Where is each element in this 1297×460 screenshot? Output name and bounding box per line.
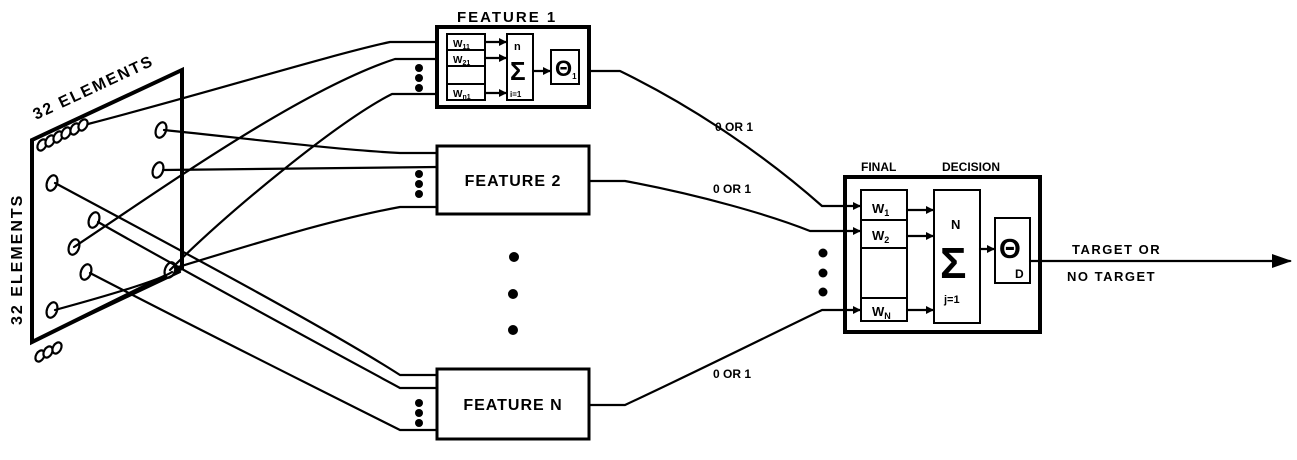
feature-2-unit: FEATURE 2: [435, 144, 591, 216]
feature-1-threshold: [550, 49, 580, 85]
decision-output-label-line1: TARGET OR: [1072, 242, 1161, 257]
final-decision-title-left: FINAL: [861, 160, 896, 174]
final-weights-column: [860, 189, 908, 322]
final-decision-unit: FINAL DECISION W1 W2 WN N Σ j=1 Θ D: [842, 160, 1042, 334]
feature-1-title: FEATURE 1: [457, 9, 557, 26]
sensor-row-bottom: [34, 341, 63, 363]
sensor-node: [154, 121, 168, 139]
feature-1-summation: [506, 33, 534, 101]
decision-output-label-line2: NO TARGET: [1067, 269, 1156, 284]
weight-wn1: Wn1: [453, 89, 471, 101]
final-summation-upper: N: [951, 217, 960, 232]
feature-1-unit: FEATURE 1 W11 W21 Wn1 n Σ i=1 Θ1: [435, 9, 591, 109]
sensor-row-top: [36, 118, 89, 152]
feature-2-label: FEATURE 2: [465, 173, 562, 190]
threshold-symbol: Θ1: [555, 56, 577, 81]
feature-n-unit: FEATURE N: [435, 367, 591, 441]
feature-1-output-label: 0 OR 1: [715, 120, 753, 134]
weight-w11: W11: [453, 39, 470, 51]
feature-n-box: [435, 367, 591, 441]
feature-n-label: FEATURE N: [463, 397, 562, 414]
final-threshold: [994, 217, 1031, 284]
final-weight-wn: WN: [872, 304, 891, 321]
sensor-node: [151, 161, 165, 179]
sensor-node: [87, 211, 101, 229]
final-weight-w1: W1: [872, 201, 889, 218]
final-decision-title-right: DECISION: [942, 160, 1000, 174]
final-weight-w2: W2: [872, 228, 889, 245]
input-ellipsis-feature-1: [415, 64, 423, 92]
summation-lower-limit: i=1: [510, 90, 522, 99]
summation-symbol: Σ: [510, 56, 526, 86]
retina-side-label: 32 ELEMENTS: [9, 194, 26, 325]
final-threshold-subscript: D: [1015, 267, 1024, 281]
input-ellipsis-feature-n: [415, 399, 423, 427]
feature-output-wires: [587, 69, 846, 407]
sensor-node: [79, 263, 93, 281]
final-inputs-ellipsis: [818, 248, 828, 297]
retina: 32 ELEMENTS 32 ELEMENTS: [9, 53, 184, 363]
weight-w21: W21: [453, 55, 470, 67]
summation-upper-limit: n: [514, 41, 521, 53]
features-ellipsis: [508, 252, 519, 335]
feature-n-output-label: 0 OR 1: [713, 367, 751, 381]
final-threshold-symbol: Θ: [999, 233, 1021, 264]
final-summation-lower: j=1: [943, 294, 960, 306]
sensor-node: [45, 301, 59, 319]
final-summation: [933, 189, 981, 324]
feature-2-output-label: 0 OR 1: [713, 182, 751, 196]
input-wires: [30, 40, 439, 432]
input-ellipsis-feature-2: [415, 170, 423, 198]
final-summation-symbol: Σ: [940, 239, 966, 288]
